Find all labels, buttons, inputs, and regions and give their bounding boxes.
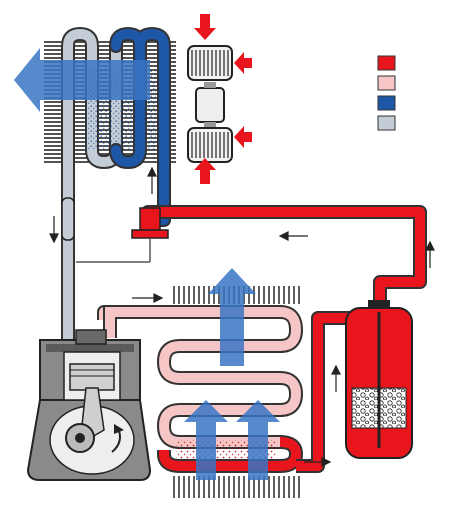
condenser-airflow-arrow-left [184, 400, 228, 480]
evaporator-airflow-arrow [14, 48, 150, 112]
condenser [97, 268, 361, 498]
intake-arrow-top-right [234, 52, 252, 74]
evaporator [14, 27, 176, 447]
legend-swatch-4 [377, 115, 396, 131]
legend-swatch-3 [377, 95, 396, 111]
compressor [26, 305, 152, 481]
sensing-bulb [61, 197, 75, 241]
intake-arrow-bottom-right [234, 126, 252, 148]
blower-wheel-top [187, 45, 233, 81]
legend-swatch-1 [377, 55, 396, 71]
intake-arrow-bottom-left [194, 158, 216, 184]
condenser-airflow-arrow-top [208, 268, 256, 366]
expansion-valve [61, 197, 169, 263]
blower-assembly [187, 14, 252, 184]
legend [377, 55, 396, 131]
receiver-drier [345, 300, 413, 459]
intake-arrow-top-left [194, 14, 216, 40]
blower-wheel-bottom [187, 127, 233, 163]
piston [69, 363, 115, 391]
flow-direction-arrows [49, 166, 435, 467]
condenser-airflow-arrow-right [236, 400, 280, 480]
blower-motor [195, 87, 225, 123]
legend-swatch-2 [377, 75, 396, 91]
